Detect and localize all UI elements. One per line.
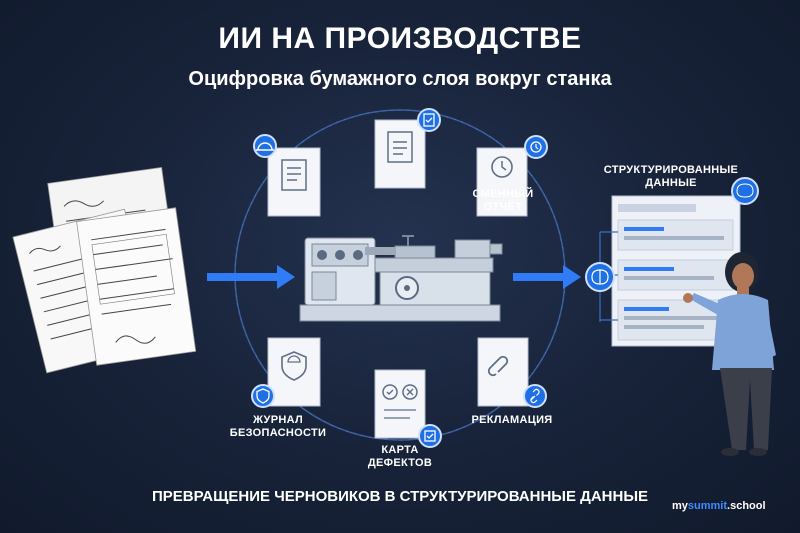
caption-safety-log: ЖУРНАЛ БЕЗОПАСНОСТИ bbox=[229, 414, 327, 439]
caption-shift-report: СМЕННЫЙ ОТЧЁТ bbox=[472, 188, 534, 213]
complaint-document-icon bbox=[477, 337, 529, 407]
caption-complaint: РЕКЛАМАЦИЯ bbox=[471, 414, 553, 426]
lathe-machine-icon bbox=[299, 235, 503, 322]
clock-badge-icon bbox=[524, 135, 548, 159]
clipboard-badge-icon bbox=[417, 108, 441, 132]
document-icon bbox=[267, 147, 321, 217]
caption-structured-data: СТРУКТУРИРОВАННЫЕ ДАННЫЕ bbox=[603, 164, 739, 189]
ai-brain-badge-icon bbox=[731, 177, 759, 205]
presenter-person-icon bbox=[683, 252, 776, 456]
clipboard-document-icon bbox=[374, 119, 426, 189]
checkbox-badge-icon bbox=[418, 424, 442, 448]
brand-suffix: .school bbox=[727, 500, 766, 512]
brand-highlight: summit bbox=[687, 500, 728, 512]
paper-drafts-icon bbox=[12, 166, 197, 374]
shift-report-document-icon bbox=[476, 147, 528, 217]
safety-log-document-icon bbox=[267, 337, 321, 407]
link-badge-icon bbox=[523, 384, 547, 408]
caption-defect-map: КАРТА ДЕФЕКТОВ bbox=[367, 444, 433, 469]
brand-logo[interactable]: mysummit.school bbox=[672, 500, 766, 512]
arrow-right-icon bbox=[513, 265, 581, 289]
shield-badge-icon bbox=[251, 384, 275, 408]
helmet-badge-icon bbox=[253, 134, 277, 158]
defect-map-document-icon bbox=[374, 369, 426, 439]
brand-prefix: my bbox=[672, 500, 688, 512]
brain-badge-icon bbox=[585, 262, 615, 292]
footer-tagline: ПРЕВРАЩЕНИЕ ЧЕРНОВИКОВ В СТРУКТУРИРОВАНН… bbox=[151, 488, 649, 505]
page-subtitle: Оцифровка бумажного слоя вокруг станка bbox=[188, 68, 612, 90]
page-title: ИИ НА ПРОИЗВОДСТВЕ bbox=[218, 22, 582, 55]
arrow-left-icon bbox=[207, 265, 295, 289]
